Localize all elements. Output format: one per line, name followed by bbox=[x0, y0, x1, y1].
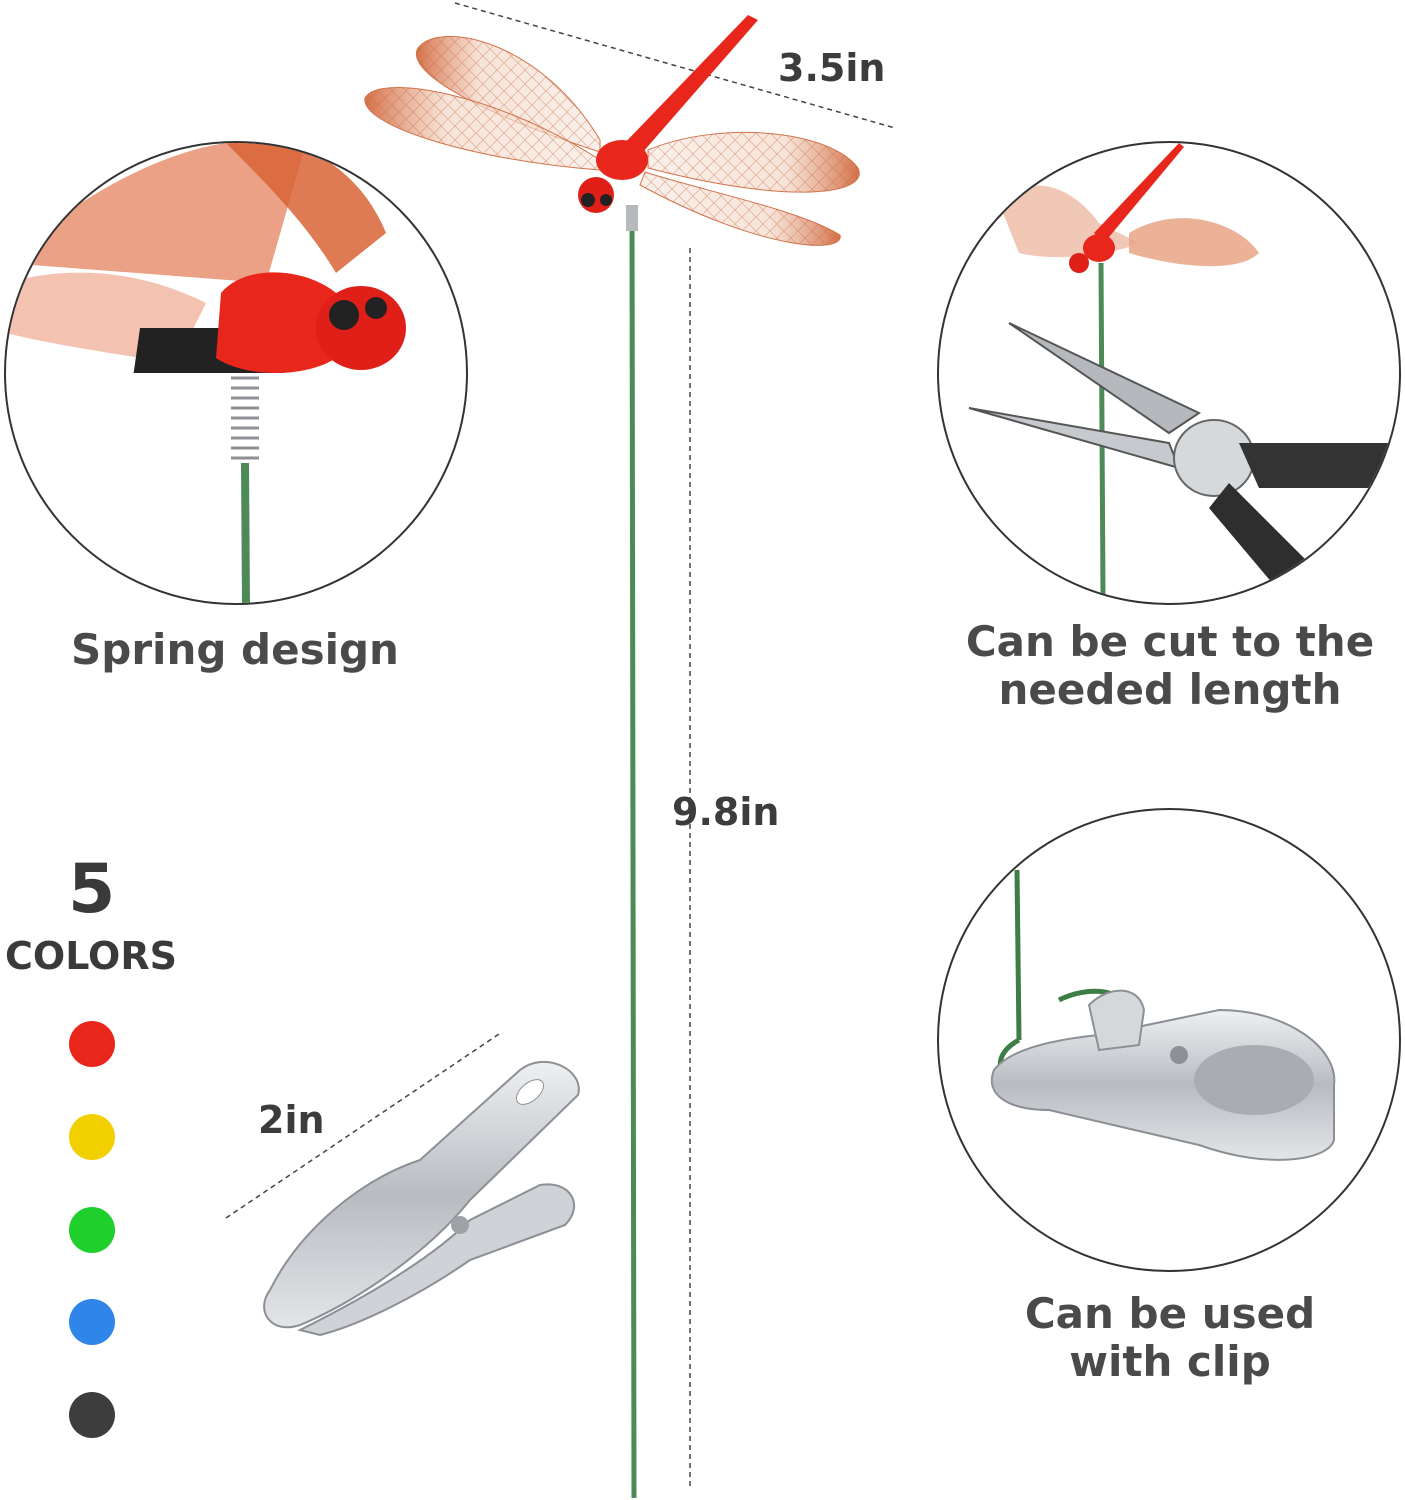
color-swatch-blue bbox=[69, 1299, 115, 1345]
metal-clip bbox=[225, 1031, 580, 1337]
spring-design-label: Spring design bbox=[71, 625, 399, 674]
cut-length-line-1: Can be cut to the bbox=[965, 617, 1375, 666]
stake-stem bbox=[629, 214, 637, 1499]
wingspan-label: 3.5in bbox=[778, 46, 886, 90]
clip-detail-circle bbox=[937, 808, 1401, 1272]
wingspan-dimension-line bbox=[454, 2, 896, 129]
color-swatch-green bbox=[69, 1207, 115, 1253]
spring-detail-circle bbox=[4, 141, 468, 605]
clip-dimension-line bbox=[225, 1031, 503, 1219]
color-swatch-yellow bbox=[69, 1114, 115, 1160]
spring-detail-illustration bbox=[6, 143, 406, 603]
spring bbox=[626, 205, 638, 231]
clip-usage-line-1: Can be used bbox=[1024, 1289, 1316, 1338]
height-label: 9.8in bbox=[672, 790, 780, 834]
cut-length-label: Can be cut to the needed length bbox=[950, 617, 1390, 715]
clip-length-label: 2in bbox=[258, 1098, 325, 1142]
clip-detail-illustration bbox=[991, 869, 1336, 1161]
colors-word: COLORS bbox=[5, 934, 177, 978]
cut-detail-illustration bbox=[968, 143, 1399, 603]
colors-count: 5 bbox=[68, 850, 116, 929]
clip-usage-label: Can be used with clip bbox=[950, 1289, 1390, 1387]
dragonfly-top bbox=[364, 15, 860, 246]
cut-detail-circle bbox=[937, 141, 1401, 605]
clip-usage-line-2: with clip bbox=[1069, 1337, 1271, 1387]
cut-length-line-2: needed length bbox=[998, 665, 1342, 715]
color-swatch-red bbox=[69, 1021, 115, 1067]
color-swatch-black bbox=[69, 1392, 115, 1438]
